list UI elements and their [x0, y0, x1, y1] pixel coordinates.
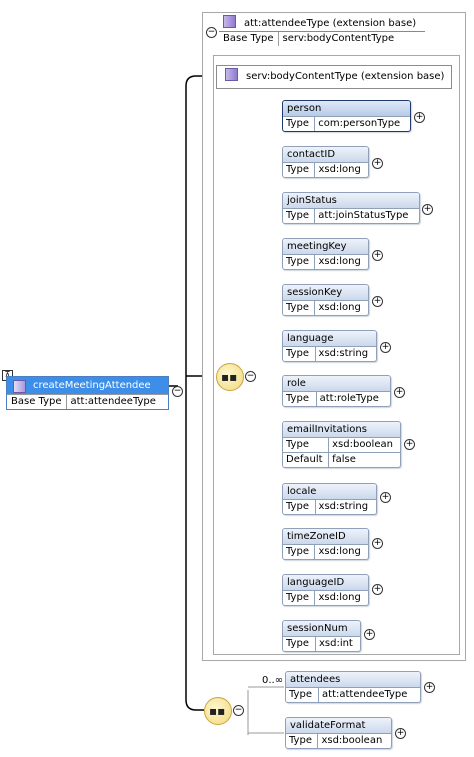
- type-label: Type: [283, 438, 330, 453]
- expand-icon[interactable]: +: [364, 629, 375, 640]
- type-value: com:personType: [318, 118, 401, 129]
- default-value: false: [328, 452, 400, 467]
- type-value: xsd:string: [318, 501, 369, 512]
- expand-icon[interactable]: +: [414, 112, 425, 123]
- expand-icon[interactable]: +: [380, 492, 391, 503]
- type-label: Type: [283, 591, 316, 605]
- expand-icon[interactable]: +: [380, 342, 391, 353]
- expand-icon[interactable]: +: [422, 204, 433, 215]
- element-name: timeZoneID: [283, 529, 368, 545]
- type-label: Type: [283, 255, 316, 269]
- type-value: xsd:string: [318, 348, 369, 359]
- collapse-icon[interactable]: −: [172, 386, 183, 397]
- collapse-icon[interactable]: −: [206, 27, 217, 38]
- type-value: xsd:boolean: [332, 439, 393, 450]
- expand-icon[interactable]: +: [372, 584, 383, 595]
- type-label: Type: [283, 637, 316, 651]
- sequence-icon[interactable]: ▪▪: [216, 363, 244, 391]
- element-name: person: [283, 101, 410, 117]
- root-element-createmeetingattendee[interactable]: createMeetingAttendee Base Type att:atte…: [6, 376, 169, 410]
- attendeetype-extension-base[interactable]: att:attendeeType (extension base) Base T…: [218, 14, 426, 47]
- ext-name: serv:bodyContentType (extension base): [246, 71, 445, 82]
- expand-icon[interactable]: +: [424, 682, 435, 693]
- type-value: xsd:long: [318, 164, 361, 175]
- multiplicity-label: 0..∞: [262, 675, 284, 686]
- type-value: xsd:long: [318, 302, 361, 313]
- type-value: xsd:long: [318, 546, 361, 557]
- complex-type-icon: [13, 380, 26, 393]
- element-name: sessionKey: [283, 285, 368, 301]
- element-name: meetingKey: [283, 239, 368, 255]
- ext-name: att:attendeeType (extension base): [244, 18, 417, 29]
- element-name: role: [283, 376, 390, 392]
- bodycontenttype-extension-base[interactable]: serv:bodyContentType (extension base): [216, 65, 452, 89]
- sequence-icon[interactable]: ▪▪: [204, 697, 232, 725]
- element-name: emailInvitations: [283, 422, 400, 438]
- type-label: Type: [286, 688, 320, 702]
- expand-icon[interactable]: +: [394, 387, 405, 398]
- base-type-label: Base Type: [7, 395, 67, 409]
- expand-icon[interactable]: +: [372, 250, 383, 261]
- collapse-icon[interactable]: −: [245, 371, 256, 382]
- element-name: sessionNum: [283, 621, 360, 637]
- type-label: Type: [286, 734, 319, 748]
- element-name: joinStatus: [283, 193, 419, 209]
- type-label: Type: [283, 209, 316, 223]
- type-label: Type: [283, 500, 316, 514]
- base-type-label: Base Type: [219, 32, 279, 46]
- type-value: xsd:long: [318, 256, 361, 267]
- type-label: Type: [283, 117, 316, 131]
- complex-type-icon: [223, 15, 236, 28]
- type-value: att:joinStatusType: [318, 210, 409, 221]
- type-label: Type: [283, 392, 317, 406]
- base-type-value: att:attendeeType: [70, 396, 156, 407]
- complex-type-icon: [225, 68, 238, 81]
- expand-icon[interactable]: +: [404, 439, 415, 450]
- element-name: attendees: [286, 672, 420, 688]
- type-value: xsd:int: [318, 638, 353, 649]
- root-name: createMeetingAttendee: [33, 380, 151, 391]
- default-label: Default: [283, 452, 330, 467]
- collapse-icon[interactable]: −: [233, 705, 244, 716]
- element-name: validateFormat: [286, 718, 391, 734]
- type-label: Type: [283, 301, 316, 315]
- type-value: xsd:boolean: [321, 735, 383, 746]
- expand-icon[interactable]: +: [372, 158, 383, 169]
- element-name: language: [283, 331, 376, 347]
- type-label: Type: [283, 545, 316, 559]
- expand-icon[interactable]: +: [395, 728, 406, 739]
- expand-icon[interactable]: +: [372, 296, 383, 307]
- element-name: locale: [283, 484, 376, 500]
- type-value: xsd:long: [318, 592, 361, 603]
- element-name: contactID: [283, 147, 368, 163]
- type-value: att:attendeeType: [322, 689, 408, 700]
- type-value: att:roleType: [319, 393, 379, 404]
- type-label: Type: [283, 347, 316, 361]
- base-type-value: serv:bodyContentType: [282, 33, 395, 44]
- expand-icon[interactable]: +: [372, 538, 383, 549]
- element-name: languageID: [283, 575, 368, 591]
- type-label: Type: [283, 163, 316, 177]
